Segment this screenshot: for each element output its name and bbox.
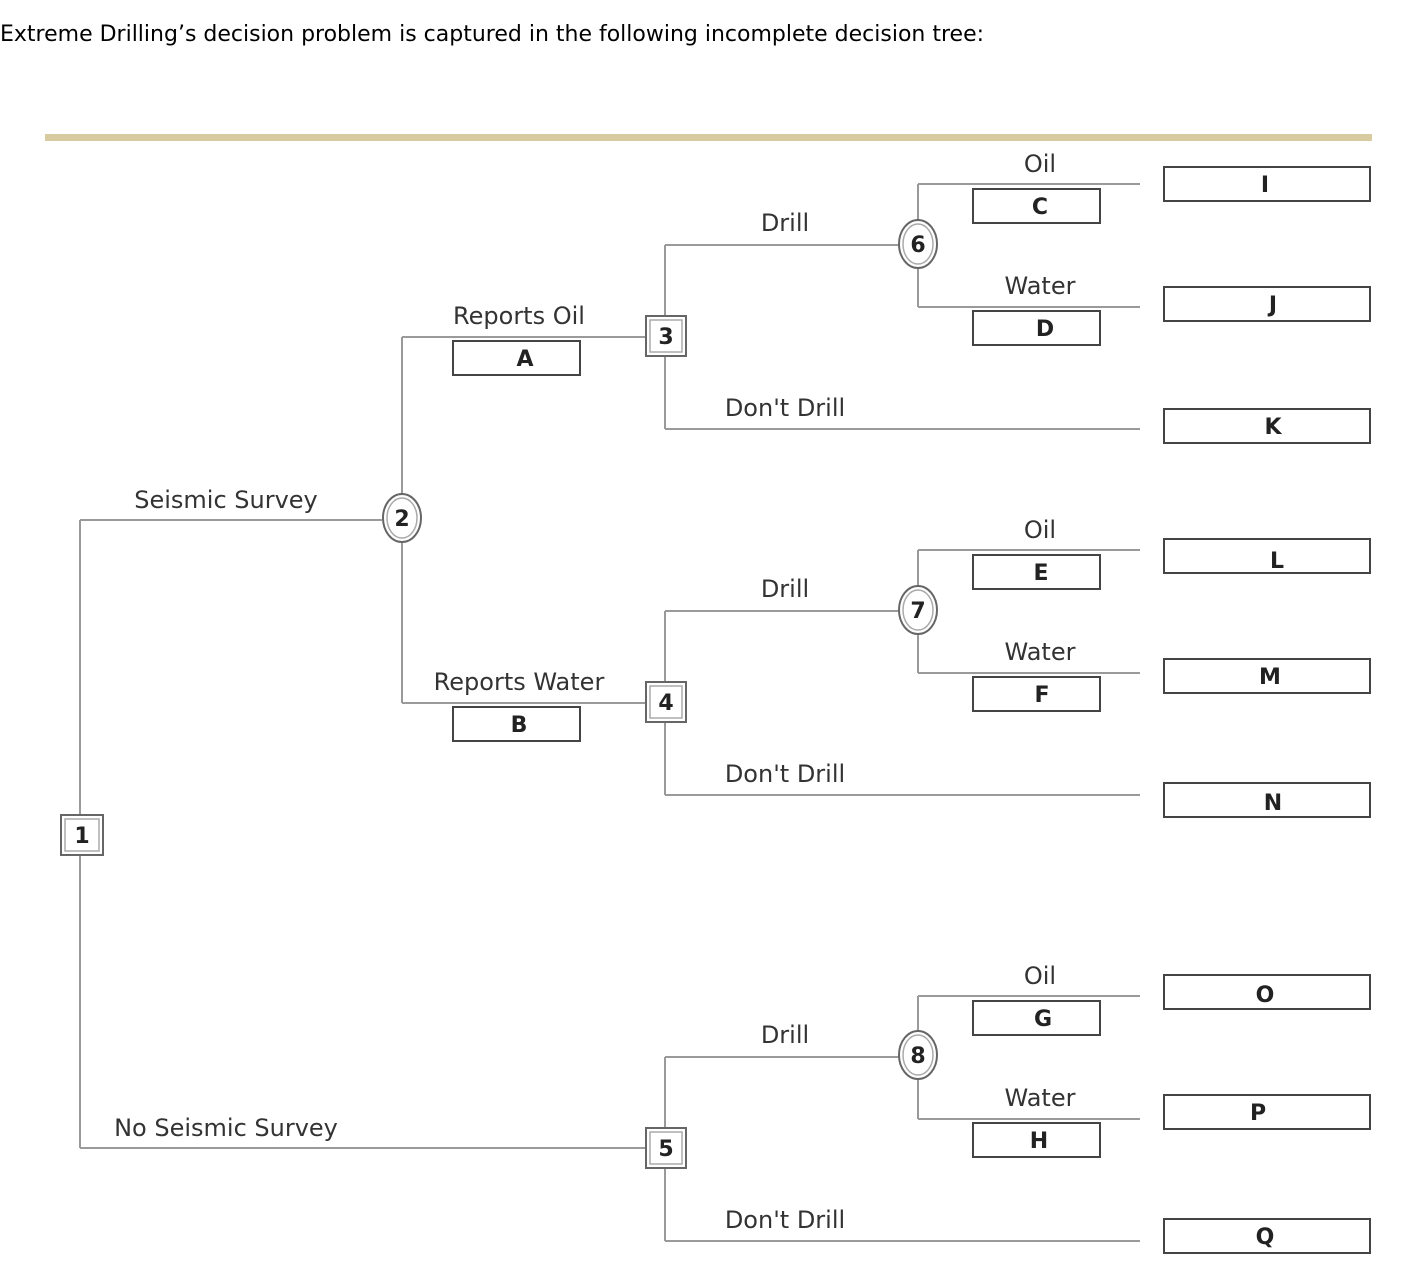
payoff-box-m: M <box>1163 658 1371 694</box>
decision-node-1: 1 <box>60 814 104 856</box>
svg-text:K: K <box>1264 415 1282 440</box>
payoff-box-q: Q <box>1163 1218 1371 1254</box>
label-oil-7: Oil <box>1024 516 1056 544</box>
svg-text:F: F <box>1034 683 1049 708</box>
svg-text:L: L <box>1270 549 1284 574</box>
prob-box-e: E <box>972 554 1101 590</box>
svg-text:I: I <box>1261 173 1269 198</box>
payoff-box-i: I <box>1163 166 1371 202</box>
prob-box-a: A <box>452 340 581 376</box>
chance-node-6: 6 <box>898 219 938 269</box>
label-water-6: Water <box>1005 272 1076 300</box>
label-oil-6: Oil <box>1024 150 1056 178</box>
svg-text:P: P <box>1250 1101 1266 1126</box>
label-oil-8: Oil <box>1024 962 1056 990</box>
svg-text:M: M <box>1259 665 1281 690</box>
decision-node-4: 4 <box>645 681 687 723</box>
label-drill-5: Drill <box>761 1021 809 1049</box>
svg-text:J: J <box>1267 293 1277 318</box>
label-water-7: Water <box>1005 638 1076 666</box>
probability-boxes: A B C D E F G H <box>452 188 1101 1158</box>
prob-box-c: C <box>972 188 1101 224</box>
intro-text: Extreme Drilling’s decision problem is c… <box>0 22 985 47</box>
chance-node-7: 7 <box>898 585 938 635</box>
svg-text:8: 8 <box>910 1044 925 1069</box>
svg-text:4: 4 <box>658 691 673 716</box>
svg-text:3: 3 <box>658 325 673 350</box>
svg-text:2: 2 <box>394 507 409 532</box>
svg-text:D: D <box>1036 317 1054 342</box>
payoff-box-l: L <box>1163 538 1371 574</box>
chance-nodes: 2 6 7 8 <box>382 219 938 1080</box>
label-reports-water: Reports Water <box>434 668 605 696</box>
payoff-box-k: K <box>1163 408 1371 444</box>
label-seismic-survey: Seismic Survey <box>134 486 318 514</box>
label-dont-drill-3: Don't Drill <box>725 394 845 422</box>
payoff-box-o: O <box>1163 974 1371 1010</box>
prob-box-g: G <box>972 1000 1101 1036</box>
svg-text:G: G <box>1034 1007 1052 1032</box>
svg-text:N: N <box>1264 791 1282 816</box>
payoff-boxes: I J K L M N O P <box>1163 166 1371 1254</box>
prob-box-f: F <box>972 676 1101 712</box>
svg-text:E: E <box>1033 561 1048 586</box>
payoff-box-n: N <box>1163 782 1371 818</box>
svg-text:5: 5 <box>658 1137 673 1162</box>
svg-text:C: C <box>1032 195 1048 220</box>
label-dont-drill-4: Don't Drill <box>725 760 845 788</box>
svg-text:H: H <box>1030 1129 1048 1154</box>
decision-nodes: 1 3 4 5 <box>60 315 687 1169</box>
svg-text:A: A <box>516 347 533 372</box>
label-drill-4: Drill <box>761 575 809 603</box>
label-reports-oil: Reports Oil <box>453 302 585 330</box>
branch-labels: Seismic Survey No Seismic Survey Reports… <box>114 150 1076 1234</box>
svg-text:1: 1 <box>74 824 89 849</box>
svg-text:7: 7 <box>910 599 925 624</box>
prob-box-d: D <box>972 310 1101 346</box>
svg-text:6: 6 <box>910 233 925 258</box>
svg-text:Q: Q <box>1256 1225 1275 1250</box>
svg-text:B: B <box>511 713 528 738</box>
label-dont-drill-5: Don't Drill <box>725 1206 845 1234</box>
label-no-seismic-survey: No Seismic Survey <box>114 1114 338 1142</box>
label-drill-3: Drill <box>761 209 809 237</box>
header-bar <box>45 134 1372 141</box>
prob-box-b: B <box>452 706 581 742</box>
chance-node-2: 2 <box>382 493 422 543</box>
payoff-box-p: P <box>1163 1094 1371 1130</box>
decision-node-5: 5 <box>645 1127 687 1169</box>
svg-text:O: O <box>1256 983 1275 1008</box>
payoff-box-j: J <box>1163 286 1371 322</box>
decision-node-3: 3 <box>645 315 687 357</box>
prob-box-h: H <box>972 1122 1101 1158</box>
label-water-8: Water <box>1005 1084 1076 1112</box>
chance-node-8: 8 <box>898 1030 938 1080</box>
